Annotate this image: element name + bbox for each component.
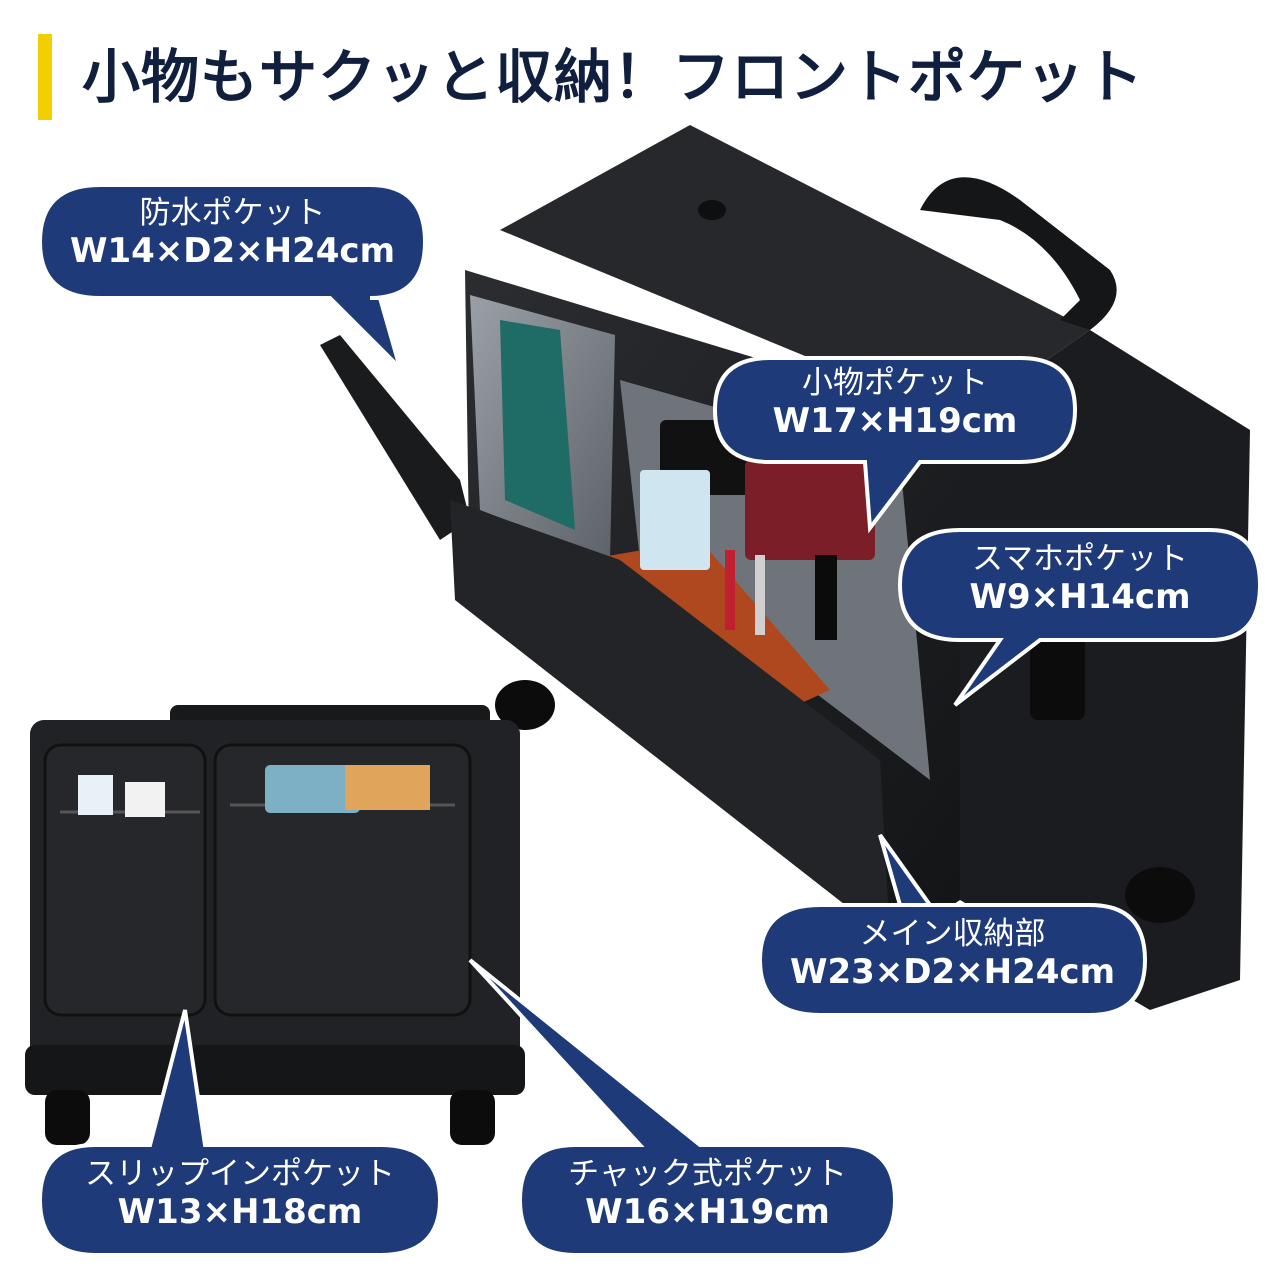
envelope xyxy=(345,765,430,810)
callout-main-storage-name: メイン収納部 xyxy=(859,916,1046,952)
callout-slip-in-shape xyxy=(37,1009,443,1257)
wheel-1 xyxy=(495,680,555,730)
front-wheel-right xyxy=(450,1090,495,1145)
front-panel xyxy=(450,500,890,940)
passport xyxy=(745,460,875,560)
case-top-rivet xyxy=(698,200,726,220)
card-case xyxy=(265,765,360,813)
callout-main-storage: メイン収納部 W23×D2×H24cm xyxy=(760,916,1145,992)
callout-shapes xyxy=(37,183,1263,1257)
page-title: 小物もサクッと収納！フロントポケット xyxy=(82,43,1145,111)
callout-smartphone-name: スマホポケット xyxy=(971,541,1189,577)
callout-slip-in: スリップインポケット W13×H18cm xyxy=(40,1156,440,1232)
case-handle xyxy=(920,177,1117,330)
callout-small-items-size: W17×H19cm xyxy=(772,400,1018,441)
callout-main-storage-size: W23×D2×H24cm xyxy=(789,951,1116,992)
cards xyxy=(640,470,710,570)
callout-smartphone-shape xyxy=(897,528,1263,707)
callout-small-items: 小物ポケット W17×H19cm xyxy=(715,365,1075,441)
case-side xyxy=(960,330,1250,1010)
case-flap xyxy=(320,335,470,540)
umbrella xyxy=(500,320,575,530)
pen-silver xyxy=(755,555,765,635)
callout-zipper-name: チャック式ポケット xyxy=(568,1156,847,1192)
callout-slip-in-size: W13×H18cm xyxy=(117,1191,363,1232)
callout-small-items-name: 小物ポケット xyxy=(802,365,988,401)
callout-small-items-shape xyxy=(712,356,1078,534)
callout-zipper-size: W16×H19cm xyxy=(585,1191,830,1232)
callout-zipper-shape xyxy=(468,958,898,1257)
callout-smartphone: スマホポケット W9×H14cm xyxy=(900,541,1260,617)
callout-waterproof: 防水ポケット W14×D2×H24cm xyxy=(40,195,425,271)
callout-zipper: チャック式ポケット W16×H19cm xyxy=(520,1156,895,1232)
strap xyxy=(815,555,837,640)
pen-red xyxy=(725,550,735,630)
callout-waterproof-name: 防水ポケット xyxy=(139,195,326,231)
front-case-base xyxy=(25,1045,525,1095)
case-top xyxy=(500,125,1090,420)
title-accent-bar xyxy=(38,34,52,120)
wheel-3 xyxy=(1125,867,1195,923)
callout-waterproof-size: W14×D2×H24cm xyxy=(69,230,396,271)
callout-main-storage-shape xyxy=(757,833,1148,1017)
callout-smartphone-size: W9×H14cm xyxy=(969,576,1191,617)
item-box-1 xyxy=(78,775,113,815)
item-box-2 xyxy=(125,782,165,817)
case-lock xyxy=(1030,630,1085,720)
callout-slip-in-name: スリップインポケット xyxy=(85,1156,395,1192)
callout-waterproof-shape xyxy=(37,183,428,375)
front-wheel-left xyxy=(45,1090,90,1145)
front-briefcase xyxy=(25,705,525,1145)
